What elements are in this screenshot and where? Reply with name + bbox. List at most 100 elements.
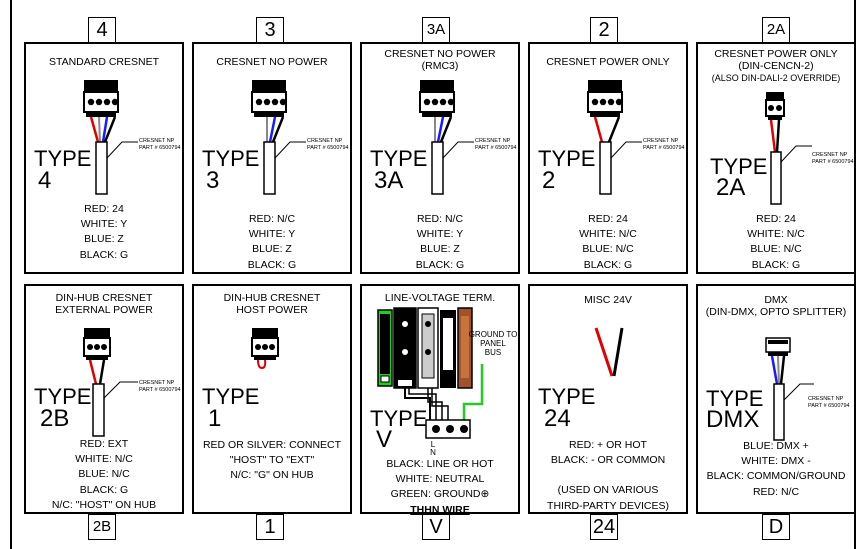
connector-3-pin-graphic [251, 80, 306, 195]
type-word: TYPE [34, 384, 92, 409]
connector-1-jumper-graphic [251, 328, 279, 370]
type-value: 1 [208, 405, 222, 432]
wire-type: THHN WIRE [410, 503, 470, 516]
panel-title: DIN-HUB CRESNET [55, 292, 153, 304]
wire-specs: RED: EXT WHITE: N/C BLUE: N/C BLACK: G N… [26, 437, 182, 513]
panel-type-v: LINE-VOLTAGE TERM. GROUND TO PANEL BUS [360, 284, 520, 516]
panel-type-2: CRESNET POWER ONLY CRESNET NP PART # 650… [528, 42, 688, 274]
spec-blue: BLUE: N/C [582, 243, 634, 256]
tag-top-4: 4 [88, 17, 116, 43]
part-line2: PART # 6500794 [808, 403, 850, 409]
ground-label-line2: PANEL [480, 339, 506, 348]
panel-title: LINE-VOLTAGE TERM. [384, 292, 496, 304]
part-line2: PART # 6500794 [475, 145, 517, 151]
ground-to-panel-label: GROUND TO PANEL BUS [468, 330, 518, 357]
wire-specs: RED: N/C WHITE: Y BLUE: Z BLACK: G [362, 212, 518, 273]
spec-black: BLACK: G [415, 258, 465, 271]
spec-white: WHITE: NEUTRAL [395, 473, 485, 486]
spec-red: RED: 24 [84, 203, 124, 215]
spec-red: RED: 24 [756, 213, 796, 225]
panel-type-24: MISC 24V TYPE 24 RED: + OR HOT BLACK: - … [528, 284, 688, 514]
type-word: TYPE [370, 406, 428, 431]
tag-bottom-d: D [762, 514, 790, 540]
type-word: TYPE [538, 146, 596, 171]
spec-line1: RED OR SILVER: CONNECT [202, 439, 342, 451]
spec-host: N/C: "HOST" ON HUB [51, 498, 157, 511]
type-value: 4 [38, 167, 52, 194]
tag-bottom-24: 24 [590, 514, 618, 540]
part-number-label: CRESNET NP PART # 6500794 [139, 380, 181, 394]
spec-black: BLACK: G [751, 258, 801, 271]
part-line2: PART # 6500794 [812, 159, 854, 165]
tag-bottom-v: V [422, 514, 450, 540]
tag-bottom-2b: 2B [88, 514, 116, 540]
part-line2: PART # 6500794 [307, 145, 349, 151]
wire-specs: RED: + OR HOT BLACK: - OR COMMON (USED O… [530, 438, 686, 514]
type-word: TYPE [34, 146, 92, 171]
spec-red: RED: N/C [416, 213, 464, 225]
spec-red: RED: N/C [248, 213, 296, 225]
spec-red: RED: + OR HOT [569, 439, 647, 451]
spec-blue: BLUE: DMX + [743, 440, 809, 452]
frame-right-line [854, 0, 856, 549]
panel-title-block: DIN-HUB CRESNET HOST POWER [194, 292, 350, 316]
panel-type-2b: DIN-HUB CRESNET EXTERNAL POWER CRESNET N… [24, 284, 184, 514]
panel-subtitle: (DIN-CENCN-2) [738, 60, 814, 72]
frame-left-line [10, 0, 12, 549]
part-line1: CRESNET NP [139, 138, 175, 144]
panel-title-block: DIN-HUB CRESNET EXTERNAL POWER [26, 292, 182, 316]
spec-red: RED: N/C [752, 485, 800, 498]
part-line2: PART # 6500794 [139, 387, 181, 393]
spec-spacer [530, 468, 686, 483]
spec-line3: N/C: "G" ON HUB [230, 469, 314, 482]
connector-3a-pin-graphic [419, 80, 474, 195]
spec-note1: (USED ON VARIOUS [557, 484, 659, 497]
tag-top-2: 2 [590, 17, 618, 43]
spec-green: GREEN: GROUND⊕ [390, 488, 490, 501]
spec-white: WHITE: DMX - [741, 455, 811, 468]
type-value: V [376, 426, 393, 453]
panel-title: CRESNET POWER ONLY [546, 56, 670, 68]
connector-2-pin-graphic [587, 80, 642, 195]
wire-specs: RED: 24 WHITE: N/C BLUE: N/C BLACK: G [530, 212, 686, 273]
panel-type-1: DIN-HUB CRESNET HOST POWER TYPE 1 RED OR… [192, 284, 352, 514]
type-word: TYPE [538, 384, 596, 409]
spec-blue: BLUE: N/C [750, 243, 802, 256]
part-number-label: CRESNET NP PART # 6500794 [307, 138, 349, 152]
spec-blue: BLUE: Z [420, 243, 460, 256]
spec-blue: BLUE: N/C [78, 468, 130, 481]
panel-subtitle: (RMC3) [421, 60, 459, 72]
dmx-connector-graphic [765, 337, 814, 441]
wire-specs: RED: N/C WHITE: Y BLUE: Z BLACK: G [194, 212, 350, 273]
part-line1: CRESNET NP [812, 152, 848, 158]
spec-black: BLACK: G [79, 483, 129, 496]
panel-type-3a: CRESNET NO POWER (RMC3) CRESNET NP PART … [360, 42, 520, 274]
panel-title: DIN-HUB CRESNET [223, 292, 321, 304]
type-value: 3 [206, 167, 220, 194]
type-word: TYPE [710, 154, 768, 179]
panel-type-3: CRESNET NO POWER CRESNET NP PART # 65007… [192, 42, 352, 274]
panel-type-2a: CRESNET POWER ONLY (DIN-CENCN-2) (ALSO D… [696, 42, 856, 274]
connector-2a-pin-graphic [765, 92, 812, 205]
part-line1: CRESNET NP [475, 138, 511, 144]
panel-title: CRESNET NO POWER [216, 56, 328, 68]
type-word: TYPE [370, 146, 428, 171]
spec-white: WHITE: Y [80, 218, 128, 231]
panel-title-block: DMX (DIN-DMX, OPTO SPLITTER) [698, 294, 854, 318]
panel-title: DMX [764, 294, 788, 306]
connector-4-pin-graphic [83, 80, 138, 195]
spec-white: WHITE: N/C [75, 453, 133, 466]
panel-title-block: CRESNET POWER ONLY (DIN-CENCN-2) (ALSO D… [698, 48, 854, 84]
type-value: 3A [374, 167, 404, 194]
spec-black: BLACK: LINE OR HOT [386, 458, 494, 470]
type-word: TYPE [202, 384, 260, 409]
spec-white: WHITE: N/C [579, 228, 637, 241]
panel-subtitle: EXTERNAL POWER [55, 304, 153, 316]
tag-top-2a: 2A [762, 17, 790, 43]
spec-white: WHITE: N/C [747, 228, 805, 241]
misc-24v-wires-graphic [594, 327, 624, 377]
spec-blue: BLUE: Z [84, 233, 124, 246]
panel-subtitle: HOST POWER [236, 304, 308, 316]
tag-top-3a: 3A [422, 17, 450, 43]
part-number-label: CRESNET NP PART # 6500794 [475, 138, 517, 152]
